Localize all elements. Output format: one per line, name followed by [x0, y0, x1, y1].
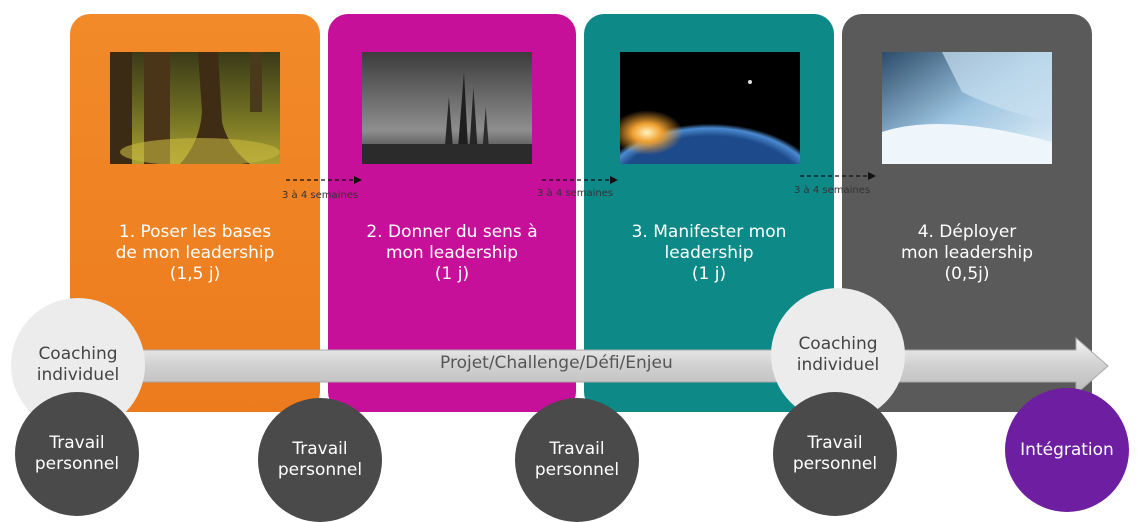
- integration-circle: Intégration: [1005, 388, 1129, 512]
- work-circle-2: Travail personnel: [258, 398, 382, 522]
- leadership-program-diagram: 1. Poser les bases de mon leadership (1,…: [11, 14, 1129, 522]
- phase-title-1: 1. Poser les bases de mon leadership (1,…: [115, 222, 275, 284]
- waterfall-photo: [882, 52, 1052, 164]
- phase-panel-1: 1. Poser les bases de mon leadership (1,…: [70, 14, 320, 412]
- phase-panel-2: 2. Donner du sens à mon leadership (1 j): [328, 14, 576, 412]
- gap-arrow-2: [540, 170, 620, 190]
- work-circle-3: Travail personnel: [515, 398, 639, 522]
- phase-title-4: 4. Déployer mon leadership (0,5j): [900, 222, 1034, 284]
- gap-arrow-3: [798, 166, 878, 186]
- earth-sunrise-photo: [620, 52, 800, 164]
- gap-arrow-1: [284, 170, 364, 190]
- phase-panel-3: 3. Manifester mon leadership (1 j): [584, 14, 834, 412]
- work-circle-4: Travail personnel: [773, 392, 897, 516]
- forest-trees-photo: [110, 52, 280, 164]
- spires-landscape-photo: [362, 52, 532, 164]
- work-circle-1: Travail personnel: [15, 392, 139, 516]
- phase-title-3: 3. Manifester mon leadership (1 j): [631, 222, 787, 284]
- gap-label-1: 3 à 4 semaines: [282, 190, 359, 201]
- gap-label-2: 3 à 4 semaines: [537, 188, 614, 199]
- timeline-label: Projet/Challenge/Défi/Enjeu: [440, 353, 673, 373]
- phase-title-2: 2. Donner du sens à mon leadership (1 j): [366, 222, 538, 284]
- gap-label-3: 3 à 4 semaines: [794, 185, 871, 196]
